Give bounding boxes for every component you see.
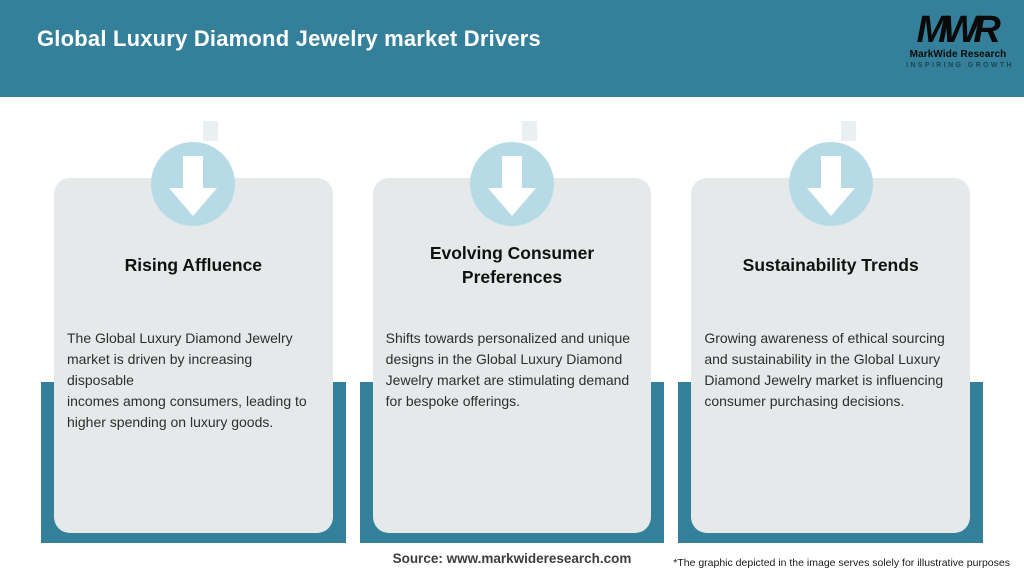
driver-card: Evolving Consumer Preferences Shifts tow… xyxy=(372,178,652,533)
down-arrow-icon xyxy=(470,142,554,226)
down-arrow-icon xyxy=(788,142,873,226)
card-title: Rising Affluence xyxy=(124,255,263,276)
drivers-row: Rising Affluence The Global Luxury Diamo… xyxy=(0,97,1024,543)
arrow-notch-decoration xyxy=(522,121,537,141)
down-arrow-icon xyxy=(151,142,236,226)
card-description: The Global Luxury Diamond Jewelry market… xyxy=(67,330,307,430)
arrow-notch-decoration xyxy=(840,121,856,141)
arrow-notch-decoration xyxy=(203,121,219,141)
logo-monogram: MWR xyxy=(916,9,1000,51)
header-bar: Global Luxury Diamond Jewelry market Dri… xyxy=(0,0,1024,97)
driver-group-sustainability-trends: Sustainability Trends Growing awareness … xyxy=(678,97,984,543)
page-title: Global Luxury Diamond Jewelry market Dri… xyxy=(37,26,541,51)
card-description: Shifts towards personalized and unique d… xyxy=(385,330,631,409)
disclaimer-text: *The graphic depicted in the image serve… xyxy=(673,557,1010,569)
card-title: Evolving Consumer Preferences xyxy=(429,243,595,287)
logo-name: MarkWide Research xyxy=(909,49,1007,61)
markwide-research-logo: MWR MarkWide Research INSPIRING GROWTH xyxy=(906,9,1015,70)
driver-group-rising-affluence: Rising Affluence The Global Luxury Diamo… xyxy=(41,97,346,543)
driver-card: Rising Affluence The Global Luxury Diamo… xyxy=(54,178,333,533)
logo-tagline: INSPIRING GROWTH xyxy=(906,62,1015,70)
source-text: Source: www.markwideresearch.com xyxy=(392,551,632,566)
card-title: Sustainability Trends xyxy=(742,255,919,276)
driver-card: Sustainability Trends Growing awareness … xyxy=(691,178,971,533)
card-description: Growing awareness of ethical sourcing an… xyxy=(704,330,945,409)
driver-group-evolving-consumer-preferences: Evolving Consumer Preferences Shifts tow… xyxy=(359,97,665,543)
